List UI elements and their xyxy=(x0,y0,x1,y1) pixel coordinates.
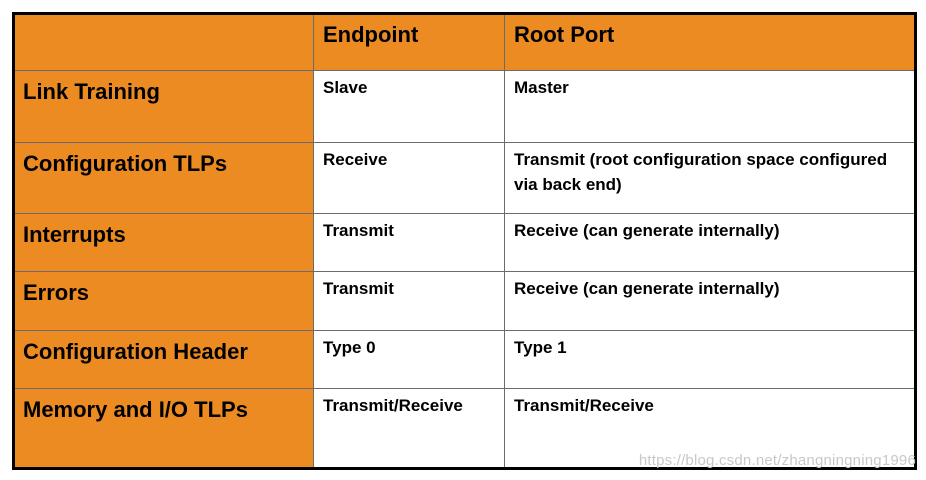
table-row: Configuration TLPs Receive Transmit (roo… xyxy=(13,142,916,214)
root-port-cell: Master xyxy=(504,70,916,143)
table-row: Configuration Header Type 0 Type 1 xyxy=(13,330,916,389)
endpoint-cell: Slave xyxy=(313,70,505,143)
endpoint-cell: Transmit xyxy=(313,213,505,272)
table-row: Interrupts Transmit Receive (can generat… xyxy=(13,213,916,272)
table-header-row: Endpoint Root Port xyxy=(13,13,916,71)
root-port-cell: Receive (can generate internally) xyxy=(504,271,916,331)
row-label: Errors xyxy=(13,271,314,331)
endpoint-rootport-comparison-table: Endpoint Root Port Link Training Slave M… xyxy=(12,12,917,470)
row-label: Configuration Header xyxy=(13,330,314,389)
endpoint-cell: Type 0 xyxy=(313,330,505,389)
header-endpoint: Endpoint xyxy=(313,13,505,71)
row-label: Link Training xyxy=(13,70,314,143)
root-port-cell: Type 1 xyxy=(504,330,916,389)
comparison-table-container: Endpoint Root Port Link Training Slave M… xyxy=(12,12,917,470)
header-empty-cell xyxy=(13,13,314,71)
table-row: Link Training Slave Master xyxy=(13,70,916,143)
root-port-cell: Receive (can generate internally) xyxy=(504,213,916,272)
header-root-port: Root Port xyxy=(504,13,916,71)
watermark-text: https://blog.csdn.net/zhangningning1996 xyxy=(638,452,916,469)
endpoint-cell: Receive xyxy=(313,142,505,214)
table-row: Memory and I/O TLPs Transmit/Receive Tra… xyxy=(13,388,916,469)
root-port-cell: Transmit (root configuration space confi… xyxy=(504,142,916,214)
endpoint-cell: Transmit xyxy=(313,271,505,331)
row-label: Configuration TLPs xyxy=(13,142,314,214)
row-label: Interrupts xyxy=(13,213,314,272)
root-port-cell: Transmit/Receive xyxy=(504,388,916,469)
endpoint-cell: Transmit/Receive xyxy=(313,388,505,469)
table-row: Errors Transmit Receive (can generate in… xyxy=(13,271,916,331)
row-label: Memory and I/O TLPs xyxy=(13,388,314,469)
